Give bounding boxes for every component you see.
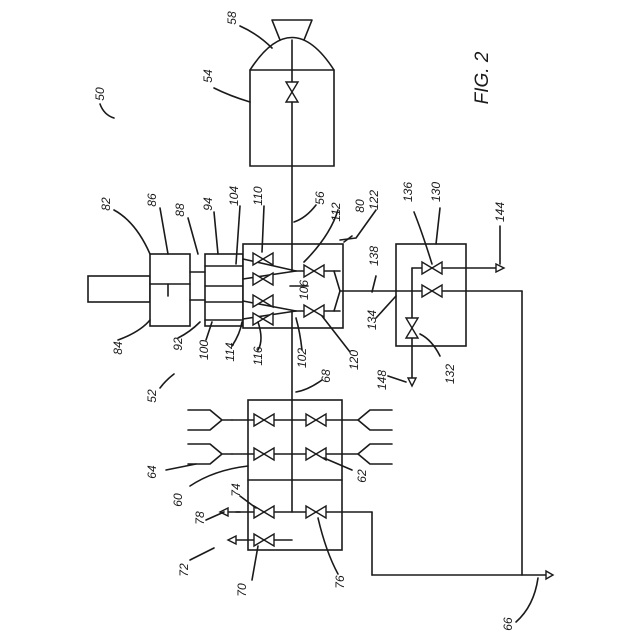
label-68: 68: [319, 369, 333, 383]
label-56: 56: [313, 191, 327, 205]
label-76: 76: [333, 575, 347, 589]
label-104: 104: [227, 186, 241, 206]
label-74: 74: [229, 483, 243, 497]
figure-title: FIG. 2: [472, 51, 493, 104]
label-78: 78: [193, 511, 207, 525]
label-114: 114: [223, 342, 237, 361]
actuator-84: [88, 254, 243, 326]
label-120: 120: [347, 350, 361, 370]
label-136: 136: [401, 182, 415, 202]
label-112: 112: [329, 202, 343, 221]
label-58: 58: [225, 11, 239, 25]
label-80: 80: [353, 199, 367, 213]
label-86: 86: [145, 193, 159, 207]
label-70: 70: [235, 583, 249, 597]
label-102: 102: [295, 348, 309, 368]
label-92: 92: [171, 337, 185, 351]
label-64: 64: [145, 465, 159, 479]
label-116: 116: [251, 346, 265, 365]
label-62: 62: [355, 469, 369, 483]
label-130: 130: [429, 182, 443, 202]
label-106: 106: [297, 280, 311, 300]
label-132: 132: [443, 364, 457, 384]
label-100: 100: [197, 340, 211, 360]
manifold-60: [248, 400, 342, 550]
label-82: 82: [99, 197, 113, 211]
label-52: 52: [145, 389, 159, 403]
label-60: 60: [171, 493, 185, 507]
label-94: 94: [201, 197, 215, 211]
label-72: 72: [177, 563, 191, 577]
label-84: 84: [111, 341, 125, 355]
label-122: 122: [367, 190, 381, 210]
label-110: 110: [251, 186, 265, 205]
label-138: 138: [367, 246, 381, 266]
label-88: 88: [173, 203, 187, 217]
label-148: 148: [375, 370, 389, 390]
label-54: 54: [201, 69, 215, 83]
label-66: 66: [501, 617, 515, 631]
label-50: 50: [93, 87, 107, 101]
label-134: 134: [365, 310, 379, 330]
label-144: 144: [493, 202, 507, 222]
